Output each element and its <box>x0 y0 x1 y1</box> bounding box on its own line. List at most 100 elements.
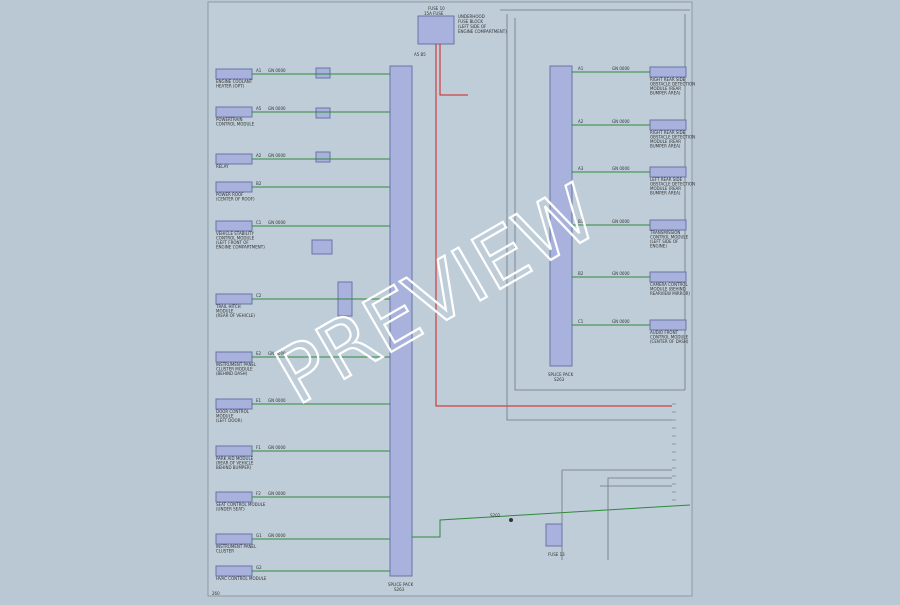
left-module-desc-9-0: SEAT CONTROL MODULE <box>216 502 266 507</box>
right-module-desc-3-3: ENGINE) <box>650 244 667 249</box>
right-module-desc-2-0: LEFT REAR SIDE <box>650 177 683 182</box>
top-fuse-box <box>417 15 455 45</box>
connector-c1 <box>315 67 331 79</box>
right-module-desc-3-0: TRANSMISSION <box>649 230 680 235</box>
top-fuse-pins: A5 B5 <box>414 52 426 57</box>
connector-c3 <box>315 151 331 163</box>
left-module-pin-1: A5 <box>256 106 262 111</box>
right-module-desc-1-3: BUMPER AREA) <box>650 144 681 149</box>
left-module-desc-7-0: DOOR CONTROL <box>216 409 250 414</box>
right-splice-bar <box>549 65 573 367</box>
left-module-desc-1-0: POWERTRAIN <box>216 117 243 122</box>
right-module-box-0 <box>649 66 687 78</box>
right-module-desc-3-2: (LEFT SIDE OF <box>650 239 679 244</box>
left-module-desc-3-1: (CENTER OF ROOF) <box>216 197 255 202</box>
right-module-desc-2-1: OBSTACLE DETECTION <box>650 182 695 187</box>
left-module-pin-4: C1 <box>256 220 262 225</box>
left-module-desc-10-1: CLUSTER <box>216 549 234 554</box>
bottom-gray-wire-c <box>607 477 672 560</box>
right-module-box-3 <box>649 219 687 231</box>
left-module-box-6 <box>215 351 253 363</box>
left-module-pin-9: F2 <box>256 491 261 496</box>
left-module-wirecode-10: GN 0000 <box>268 533 286 538</box>
right-module-desc-0-0: RIGHT REAR SIDE <box>650 77 686 82</box>
connector-c4 <box>311 239 333 255</box>
left-module-desc-5-2: (REAR OF VEHICLE) <box>216 313 255 318</box>
left-module-box-1 <box>215 106 253 118</box>
right-module-pin-5: C1 <box>578 319 584 324</box>
left-module-box-9 <box>215 491 253 503</box>
left-splice-bar <box>389 65 413 577</box>
top-fuse-desc-1: FUSE BLOCK <box>458 19 483 24</box>
right-module-desc-2-2: MODULE (REAR <box>650 186 681 191</box>
right-splice-label-0: SPLICE PACK <box>548 372 574 377</box>
right-module-pin-3: B1 <box>578 219 584 224</box>
left-module-desc-3-0: POWER ROOF <box>216 192 244 197</box>
connector-c2 <box>315 107 331 119</box>
left-module-pin-8: F1 <box>256 445 261 450</box>
left-module-pin-7: E1 <box>256 398 262 403</box>
ground-splice-dot <box>509 518 513 522</box>
left-module-pin-0: A1 <box>256 68 262 73</box>
left-module-box-2 <box>215 153 253 165</box>
bottom-fuse-box <box>545 523 563 547</box>
left-module-desc-10-0: INSTRUMENT PANEL <box>216 544 257 549</box>
left-module-wirecode-6: GN 0000 <box>268 351 286 356</box>
left-module-desc-4-3: ENGINE COMPARTMENT) <box>216 245 265 250</box>
red-branch-wire <box>439 44 468 96</box>
left-module-pin-10: G1 <box>256 533 262 538</box>
left-module-box-11 <box>215 565 253 577</box>
left-module-box-8 <box>215 445 253 457</box>
left-module-box-5 <box>215 293 253 305</box>
left-module-desc-4-1: CONTROL MODULE <box>216 236 255 241</box>
left-module-desc-8-1: (REAR OF VEHICLE <box>216 461 254 466</box>
left-module-desc-11-0: HVAC CONTROL MODULE <box>216 576 267 581</box>
right-module-desc-0-3: BUMPER AREA) <box>650 91 681 96</box>
right-module-desc-0-2: MODULE (REAR <box>650 86 681 91</box>
left-module-wirecode-2: GN 0000 <box>268 153 286 158</box>
right-module-wirecode-2: GN 0000 <box>612 166 630 171</box>
left-module-desc-0-0: ENGINE COOLANT <box>216 79 253 84</box>
left-module-desc-6-2: (BEHIND DASH) <box>216 371 248 376</box>
bottom-fuse-label: FUSE 13 <box>548 552 565 557</box>
left-module-desc-8-0: PARK AID MODULE <box>216 456 254 461</box>
left-module-pin-11: G2 <box>256 565 262 570</box>
left-module-desc-9-1: (UNDER SEAT) <box>216 507 245 512</box>
left-module-desc-6-0: INSTRUMENT PANEL <box>216 362 257 367</box>
right-splice-label-1: S263 <box>554 377 565 382</box>
top-fuse-line-0: FUSE 10 <box>428 6 445 11</box>
right-module-box-2 <box>649 166 687 178</box>
left-module-box-4 <box>215 220 253 232</box>
right-terminal-strip <box>672 403 676 501</box>
right-module-pin-4: B2 <box>578 271 584 276</box>
left-module-desc-0-1: HEATER (OPT) <box>216 84 245 89</box>
right-module-desc-3-1: CONTROL MODULE <box>650 235 689 240</box>
gray-bus-wire-a <box>506 14 672 421</box>
top-fuse-desc-0: UNDERHOOD <box>458 14 485 19</box>
left-module-desc-1-1: CONTROL MODULE <box>216 122 255 127</box>
bottom-green-trunk <box>412 504 691 538</box>
left-module-box-3 <box>215 181 253 193</box>
left-module-box-0 <box>215 68 253 80</box>
right-module-desc-2-3: BUMPER AREA) <box>650 191 681 196</box>
right-module-desc-4-1: MODULE (BEHIND <box>650 287 686 292</box>
right-module-desc-5-2: (CENTER OF DASH) <box>650 339 689 344</box>
left-module-pin-2: A2 <box>256 153 262 158</box>
right-module-wirecode-5: GN 0000 <box>612 319 630 324</box>
right-module-box-1 <box>649 119 687 131</box>
right-module-pin-0: A1 <box>578 66 584 71</box>
right-module-desc-1-1: OBSTACLE DETECTION <box>650 135 695 140</box>
top-fuse-line-1: 15A FUSE <box>424 11 444 16</box>
left-module-wirecode-7: GN 0000 <box>268 398 286 403</box>
left-module-wirecode-8: GN 0000 <box>268 445 286 450</box>
left-module-box-7 <box>215 398 253 410</box>
right-module-box-4 <box>649 271 687 283</box>
right-module-desc-1-2: MODULE (REAR <box>650 139 681 144</box>
left-module-desc-6-1: CLUSTER MODULE <box>216 367 253 372</box>
left-splice-label-0: SPLICE PACK <box>388 582 414 587</box>
right-module-desc-4-2: REARVIEW MIRROR) <box>650 291 690 296</box>
ground-splice-label: S202 <box>490 513 501 518</box>
right-module-desc-0-1: OBSTACLE DETECTION <box>650 82 695 87</box>
right-module-desc-4-0: CAMERA CONTROL <box>650 282 688 287</box>
